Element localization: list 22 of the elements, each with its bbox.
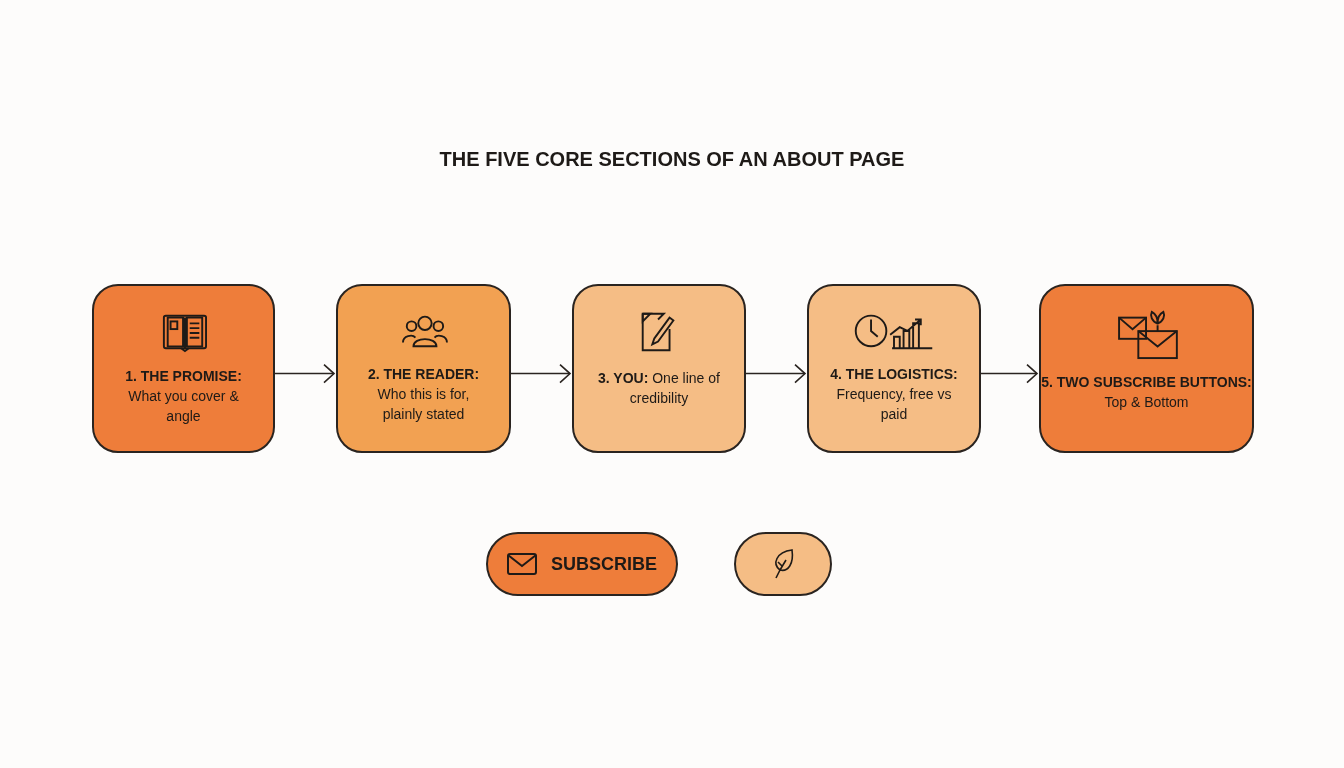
section-card [92, 284, 275, 453]
card-heading: 1. THE PROMISE: [125, 368, 242, 384]
section-card [336, 284, 511, 453]
arrow [980, 363, 1038, 384]
card-description: What you cover & angle [127, 387, 240, 426]
card-description: Top & Bottom [1104, 393, 1189, 412]
diagram-title: THE FIVE CORE SECTIONS OF AN ABOUT PAGE [438, 147, 906, 172]
section-card [1039, 284, 1254, 453]
card-heading: 5. TWO SUBSCRIBE BUTTONS: [1041, 374, 1252, 390]
subscribe-button [486, 532, 678, 596]
arrow [274, 363, 335, 384]
card-heading: 2. THE READER: [367, 366, 480, 382]
card-heading: 4. THE LOGISTICS: [830, 366, 958, 382]
arrow [510, 363, 571, 384]
card-description: Frequency, free vs paid [835, 385, 953, 424]
section-card [572, 284, 746, 453]
arrow [745, 363, 806, 384]
card-description: Who this is for, plainly stated [376, 385, 471, 424]
card-text: 3. YOU: One line of credibility [597, 369, 721, 408]
section-card [807, 284, 981, 453]
button-label: SUBSCRIBE [551, 553, 657, 575]
leaf-button [734, 532, 832, 596]
